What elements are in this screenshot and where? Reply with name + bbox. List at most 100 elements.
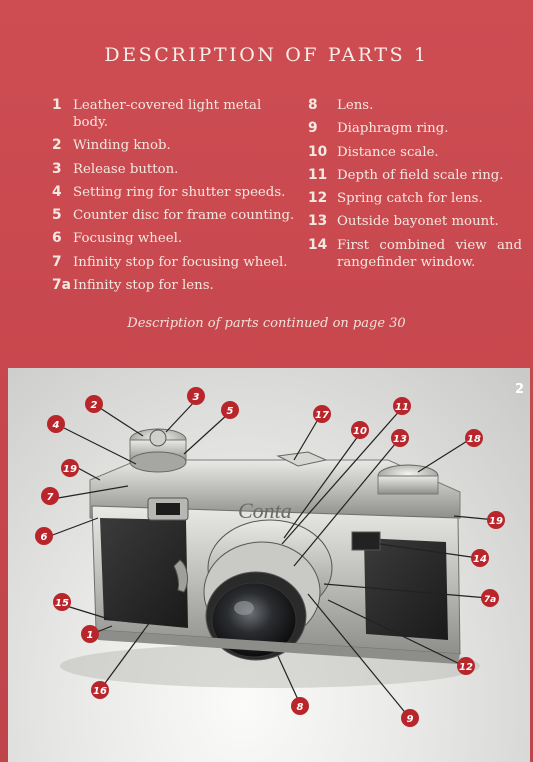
leader-line	[307, 593, 409, 717]
callout-label: 6	[41, 532, 48, 543]
part-item: 1 Leather-covered light metal body.	[52, 97, 298, 131]
part-number: 6	[52, 230, 62, 247]
leader-line	[281, 407, 403, 545]
focusing-wheel	[173, 559, 188, 593]
part-item: 2 Winding knob.	[52, 137, 298, 154]
part-description: Release button.	[73, 161, 179, 177]
leather-left	[100, 518, 188, 628]
part-description: Infinity stop for focusing wheel.	[73, 254, 288, 270]
part-number: 12	[308, 190, 328, 207]
part-item: 7 Infinity stop for focusing wheel.	[52, 254, 298, 271]
leader-line	[277, 655, 301, 705]
part-item: 13 Outside bayonet mount.	[308, 213, 522, 230]
callout-label: 2	[91, 400, 98, 411]
callout-label: 15	[55, 598, 69, 609]
callout-label: 7	[47, 492, 54, 503]
leader-line	[165, 399, 197, 433]
continuation-note: Description of parts continued on page 3…	[127, 316, 406, 331]
callout-marker: 14	[471, 549, 489, 567]
brand-engraving: Conta	[238, 498, 292, 523]
callout-marker: 9	[401, 709, 419, 727]
part-description: Diaphragm ring.	[337, 121, 449, 137]
callout-label: 19	[489, 516, 503, 527]
leader-line	[327, 599, 465, 667]
callout-label: 16	[93, 686, 107, 697]
leather-right	[364, 538, 448, 640]
callout-label: 12	[459, 662, 473, 673]
leader-line	[77, 467, 101, 481]
part-number: 2	[52, 137, 62, 154]
part-number: 11	[308, 166, 328, 183]
part-number: 9	[308, 120, 318, 137]
viewfinder-window	[156, 503, 180, 515]
rangefinder-window	[351, 531, 381, 551]
lens-glass	[211, 582, 297, 658]
callout-marker: 5	[221, 401, 239, 419]
leader-line	[49, 517, 99, 537]
camera-figure: 2	[8, 368, 530, 762]
figure-number: 2	[514, 382, 524, 397]
callout-marker: 7a	[481, 589, 499, 607]
part-description: First combined view and rangefinder wind…	[337, 237, 522, 270]
callout-marker: 19	[61, 459, 79, 477]
callout-marker: 2	[85, 395, 103, 413]
callout-label: 9	[407, 714, 414, 725]
part-description: Spring catch for lens.	[337, 191, 483, 207]
part-description: Winding knob.	[73, 138, 171, 154]
part-number: 13	[308, 213, 328, 230]
leader-line	[417, 437, 473, 473]
callout-marker: 11	[393, 397, 411, 415]
callout-label: 10	[353, 426, 367, 437]
camera-illustration: Conta	[35, 387, 505, 727]
part-description: Depth of field scale ring.	[337, 167, 504, 183]
part-number: 7a	[52, 277, 71, 294]
callout-label: 3	[193, 392, 200, 403]
callout-marker: 18	[465, 429, 483, 447]
part-description: Setting ring for shutter speeds.	[73, 184, 286, 200]
part-item: 11 Depth of field scale ring.	[308, 167, 522, 184]
part-item: 9 Diaphragm ring.	[308, 120, 522, 137]
release-button	[149, 429, 167, 447]
leader-line	[323, 583, 489, 599]
part-number: 7	[52, 253, 62, 270]
part-description: Leather-covered light metal body.	[73, 98, 262, 130]
callout-marker: 17	[313, 405, 331, 423]
callout-label: 17	[315, 410, 329, 421]
callout-marker: 15	[53, 593, 71, 611]
leader-line	[57, 485, 129, 499]
bottom-plate	[96, 630, 460, 664]
part-item: 4 Setting ring for shutter speeds.	[52, 184, 298, 201]
callout-marker: 12	[457, 657, 475, 675]
callout-marker: 10	[351, 421, 369, 439]
part-item: 6 Focusing wheel.	[52, 230, 298, 247]
callout-label: 11	[395, 402, 409, 413]
part-number: 4	[52, 183, 62, 200]
leader-line	[293, 437, 401, 567]
part-description: Outside bayonet mount.	[337, 214, 499, 230]
leader-line	[63, 427, 137, 465]
callout-marker: 8	[291, 697, 309, 715]
leader-line	[99, 583, 179, 691]
callout-marker: 1	[81, 625, 99, 643]
callout-label: 18	[467, 434, 481, 445]
part-description: Infinity stop for lens.	[73, 278, 214, 294]
shutter-ring	[129, 451, 187, 473]
callout-label: 13	[393, 434, 407, 445]
callout-label: 14	[473, 554, 487, 565]
callout-label: 1	[87, 630, 94, 641]
callout-markers: 2 3 5 4 19 7 6 15 1 16 17 11 10 13 18 19…	[35, 387, 505, 727]
part-description: Focusing wheel.	[73, 231, 183, 247]
part-number: 1	[52, 97, 62, 113]
part-description: Distance scale.	[337, 144, 439, 160]
leader-line	[379, 543, 479, 559]
callout-marker: 19	[487, 511, 505, 529]
rewind-knob-base	[377, 475, 439, 495]
leader-line	[183, 413, 229, 455]
leader-line	[99, 407, 144, 437]
